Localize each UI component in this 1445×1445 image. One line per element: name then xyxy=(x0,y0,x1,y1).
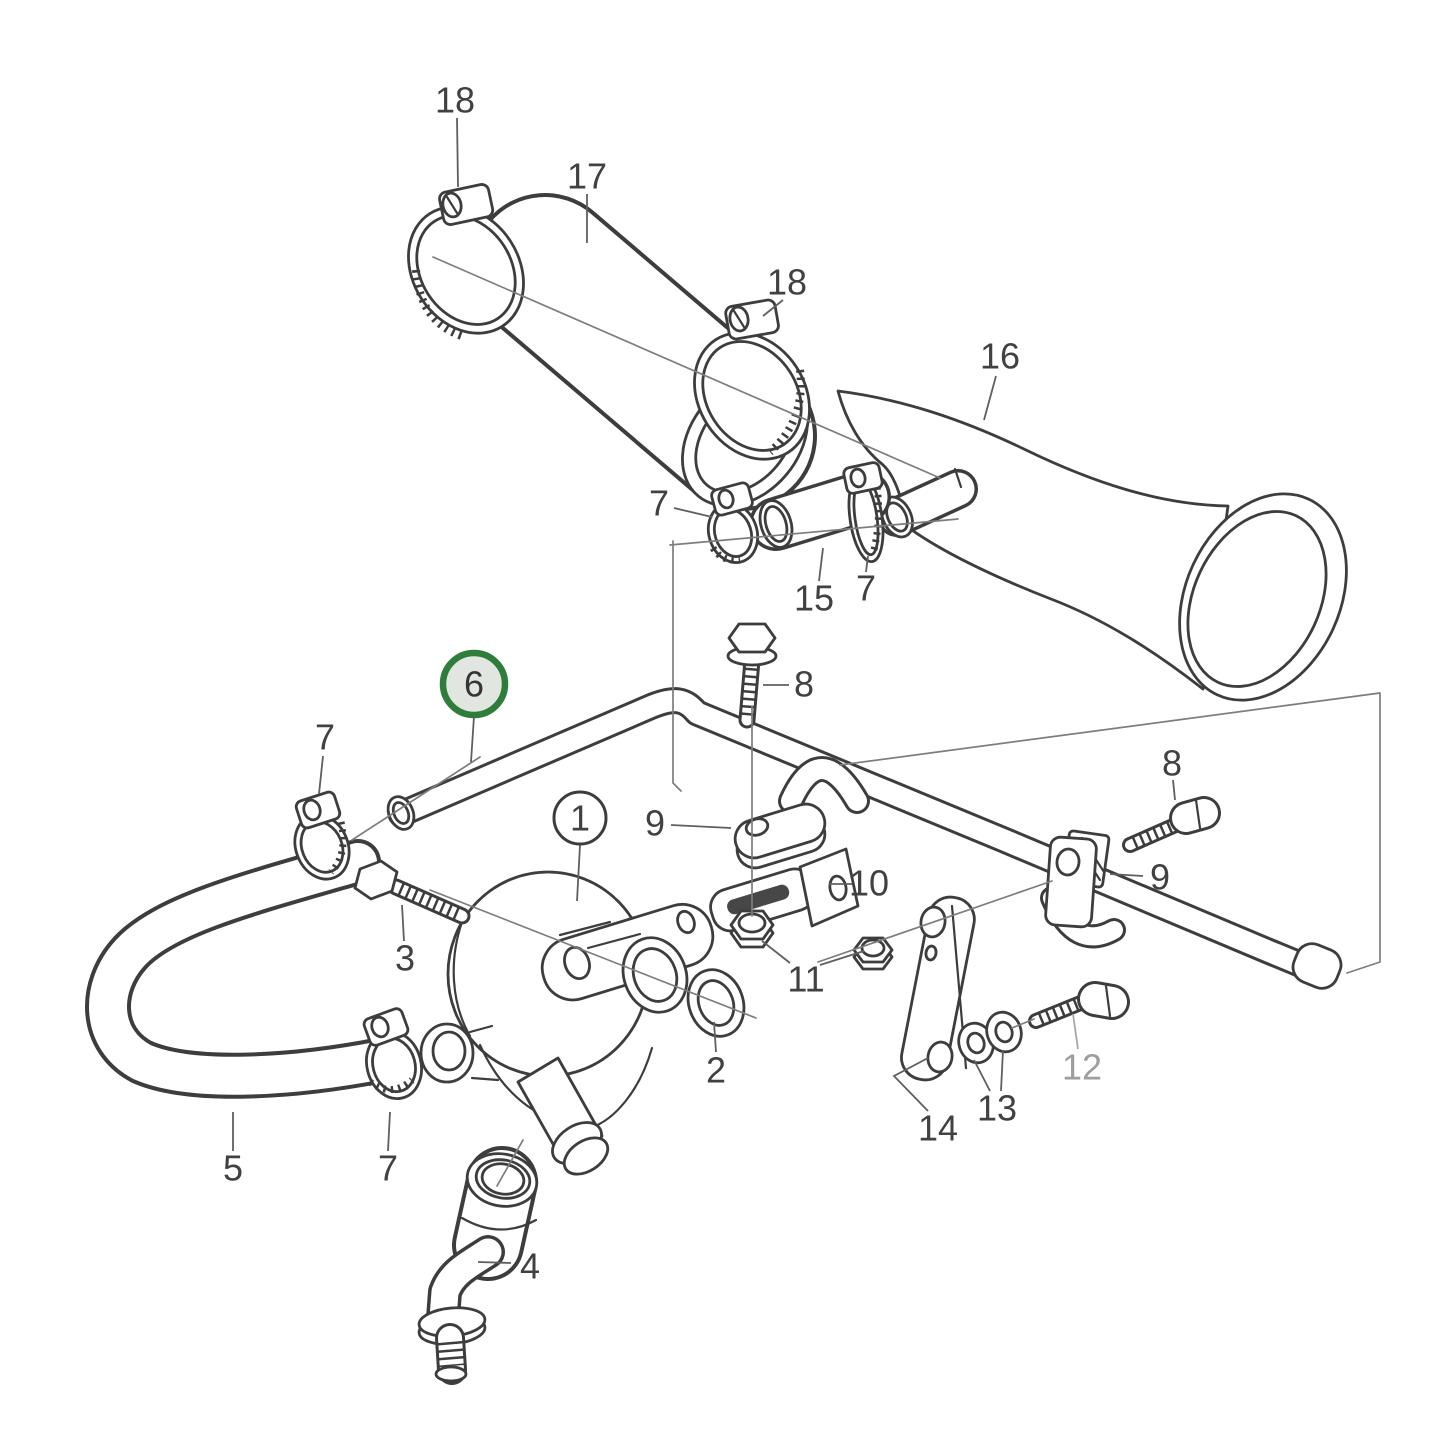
callout-17-1[interactable]: 17 xyxy=(567,156,607,244)
callout-leader-line xyxy=(470,715,475,763)
callout-1-10[interactable]: 1 xyxy=(552,790,608,902)
callout-leader-line xyxy=(818,547,824,582)
callout-leader-line xyxy=(762,299,784,317)
callout-15-5[interactable]: 15 xyxy=(794,547,834,619)
callout-5-21[interactable]: 5 xyxy=(223,1112,243,1189)
part-13-washers xyxy=(957,1010,1023,1065)
callout-number: 6 xyxy=(464,664,484,705)
callout-9-14[interactable]: 9 xyxy=(1109,857,1170,898)
callout-number: 9 xyxy=(645,803,665,844)
callout-number: 12 xyxy=(1062,1047,1102,1088)
part-16-inlet-pipe xyxy=(877,467,978,539)
callout-number: 2 xyxy=(706,1050,726,1091)
callout-number: 7 xyxy=(649,483,669,524)
callout-leader-line xyxy=(1000,1049,1004,1092)
callout-14-20[interactable]: 14 xyxy=(892,1057,958,1149)
part-7-clamp-hose5-top xyxy=(293,790,351,881)
callout-7-22[interactable]: 7 xyxy=(378,1111,398,1189)
part-3-bolt xyxy=(353,859,471,925)
callout-2-17[interactable]: 2 xyxy=(706,1021,726,1091)
callout-leader-line xyxy=(673,507,713,518)
callout-number: 13 xyxy=(977,1088,1017,1129)
callout-9-11[interactable]: 9 xyxy=(645,803,732,844)
callout-leader-line xyxy=(1072,1013,1079,1050)
callout-18-0[interactable]: 18 xyxy=(435,80,475,188)
callout-leader-line xyxy=(318,755,324,795)
part-9-clamp-right xyxy=(1040,829,1126,949)
callout-number: 8 xyxy=(1162,743,1182,784)
callout-number: 8 xyxy=(794,664,814,705)
callout-number: 18 xyxy=(435,80,475,121)
callout-layer: 18 17 18 16 7 15 7 8 6 7 1 9 8 10 9 3 11 2 12 13 14 5 7 4 xyxy=(223,80,1182,1287)
callout-4-23[interactable]: 4 xyxy=(477,1246,540,1287)
callout-leader-line xyxy=(713,1021,717,1053)
callout-circle xyxy=(552,790,608,846)
callout-leader-line xyxy=(892,1057,929,1112)
part-8-bolt-center xyxy=(726,622,778,729)
callout-number: 14 xyxy=(918,1108,958,1149)
callout-number: 5 xyxy=(223,1148,243,1189)
highlight-ring xyxy=(439,649,509,719)
callout-number: 9 xyxy=(1150,857,1170,898)
callout-number: 16 xyxy=(980,336,1020,377)
callout-18-2[interactable]: 18 xyxy=(762,262,807,317)
part-7-clamp-hose5-bottom xyxy=(362,1007,423,1100)
callout-number: 17 xyxy=(567,156,607,197)
callout-12-18[interactable]: 12 xyxy=(1062,1013,1102,1088)
callout-leader-line xyxy=(1172,779,1176,801)
callout-leader-line xyxy=(576,844,581,902)
callout-number: 18 xyxy=(767,262,807,303)
callout-leader-line xyxy=(387,1111,391,1152)
callout-13-19[interactable]: 13 xyxy=(973,1049,1017,1129)
part-12-screw xyxy=(1028,981,1130,1029)
callout-leader-line xyxy=(865,555,869,573)
callout-number: 4 xyxy=(520,1246,540,1287)
callout-3-15[interactable]: 3 xyxy=(395,904,415,979)
callout-leader-line xyxy=(983,375,997,421)
callout-number: 7 xyxy=(378,1148,398,1189)
part-8-bolt-right xyxy=(1122,796,1221,853)
callout-16-3[interactable]: 16 xyxy=(980,336,1020,421)
callout-leader-line xyxy=(456,117,459,188)
callout-10-13[interactable]: 10 xyxy=(829,863,889,904)
callout-number: 3 xyxy=(395,938,415,979)
callout-8-7[interactable]: 8 xyxy=(763,664,814,705)
callout-11-16[interactable]: 11 xyxy=(761,940,865,1000)
callout-number: 7 xyxy=(856,568,876,609)
callout-leader-line xyxy=(1109,873,1144,877)
callout-8-12[interactable]: 8 xyxy=(1162,743,1182,801)
callout-7-4[interactable]: 7 xyxy=(649,483,713,524)
part-5-hose xyxy=(85,839,405,1099)
callout-leader-line xyxy=(761,940,791,964)
callout-leader-line xyxy=(401,904,405,942)
part-18-clamp-upper xyxy=(407,183,525,340)
reference-lines xyxy=(351,256,1381,1187)
callout-7-6[interactable]: 7 xyxy=(856,555,876,609)
callout-leader-line xyxy=(973,1059,991,1092)
part-16-hose xyxy=(836,389,1348,702)
part-11-nut-left xyxy=(729,909,775,949)
callout-number: 15 xyxy=(794,578,834,619)
callout-7-9[interactable]: 7 xyxy=(315,717,335,795)
part-9-clamp-left xyxy=(733,756,870,870)
part-1-housing xyxy=(419,870,715,1176)
callout-leader-line xyxy=(477,1261,512,1264)
part-7-clamp-hose15-right xyxy=(842,461,885,564)
callout-number: 1 xyxy=(570,798,590,839)
callout-leader-line xyxy=(670,824,732,829)
callout-number: 7 xyxy=(315,717,335,758)
part-7-clamp-hose15-left xyxy=(706,481,760,564)
part-4-elbow-pipe xyxy=(417,1146,539,1385)
callout-6-8-highlighted[interactable]: 6 xyxy=(439,649,509,763)
callout-leader-line xyxy=(819,950,865,966)
callout-number: 10 xyxy=(849,863,889,904)
callout-number: 11 xyxy=(787,959,824,1000)
